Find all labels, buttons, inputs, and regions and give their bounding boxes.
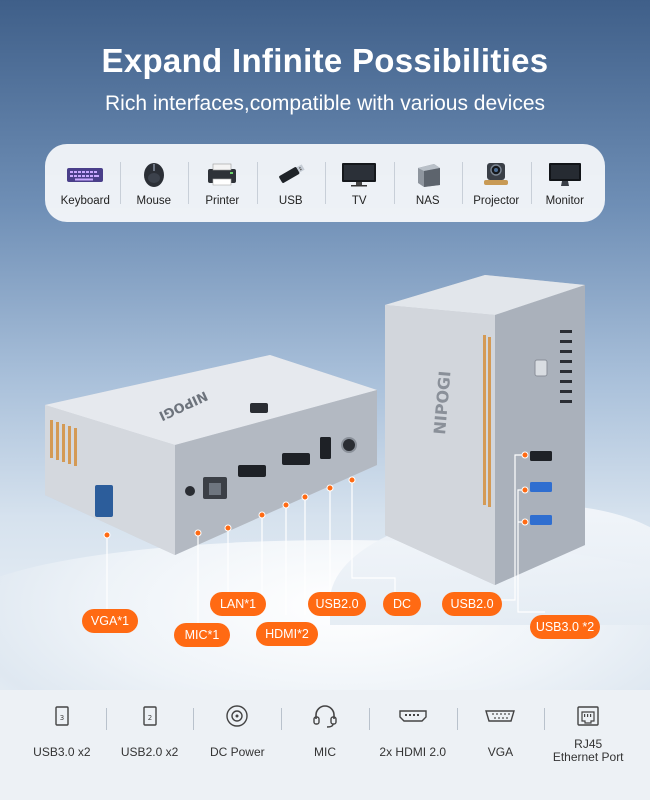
device-printer: Printer [188,144,257,222]
spec-label: USB3.0 x2 [33,745,91,759]
device-projector: Projector [462,144,531,222]
dc-port [341,437,357,453]
device-label: NAS [415,195,440,207]
spec-label: DC Power [209,745,265,759]
page-title: Expand Infinite Possibilities [101,42,549,79]
mouse-icon [143,163,164,187]
callout-vga: VGA*1 [82,609,138,633]
callout-mic: MIC*1 [174,623,230,647]
spec-label: USB2.0 x2 [120,745,179,759]
device-label: Mouse [136,195,172,207]
callout-usb2-back: USB2.0 [308,592,366,616]
monitor-icon [548,163,581,186]
callout-dc: DC [383,592,421,616]
ethernet-port-icon [577,706,599,726]
device-keyboard: Keyboard [51,144,120,222]
callout-usb2-front: USB2.0 [442,592,502,616]
device-monitor: Monitor [530,144,600,222]
hdmi-port-icon [399,710,427,722]
device-label: TV [351,195,367,207]
hero-banner: Expand Infinite Possibilities Rich inter… [0,0,650,690]
spec-usb2: 2 USB2.0 x2 [105,690,194,800]
device-label: Monitor [545,195,584,207]
printer-icon [208,163,237,186]
hdmi-port-2 [282,453,310,465]
spec-label: VGA [487,745,514,759]
device-usb: USB [256,144,326,222]
usb2-port-icon: 2 [142,706,157,726]
ports-spec-bar: 3 USB3.0 x2 2 USB2.0 x2 DC Power [0,690,650,800]
device-tv: TV [325,144,394,222]
device-label: USB [278,195,303,207]
callout-hdmi: HDMI*2 [256,622,318,646]
device-label: Printer [205,195,240,207]
projector-icon [484,163,509,185]
usb3-port-icon: 3 [55,706,69,726]
mini-pc-side-view: NIPOGI [385,275,585,585]
device-mouse: Mouse [119,144,189,222]
device-label: Keyboard [60,195,110,207]
usb3-port-front-1 [530,482,552,492]
spec-vga: VGA [456,690,545,800]
device-label: Projector [473,195,520,207]
headset-icon [313,705,337,728]
compatible-devices-bar: Keyboard Mouse Printer [45,144,605,222]
vga-port [95,485,113,517]
usb3-port-front-2 [530,515,552,525]
page-subtitle: Rich interfaces,compatible with various … [104,92,546,115]
svg-text:2: 2 [147,714,151,722]
usb-drive-icon [278,164,305,183]
nas-icon [417,164,440,187]
device-nas: NAS [393,144,463,222]
spec-label: MIC [314,745,337,759]
spec-dc-power: DC Power [193,690,281,800]
tv-icon [342,163,377,187]
usb2-port-front [530,451,552,461]
spec-hdmi: 2x HDMI 2.0 [368,690,457,800]
spec-mic: MIC [281,690,369,800]
callout-usb3: USB3.0 *2 [530,615,600,639]
dc-power-icon [226,705,248,727]
vga-port-icon [485,710,516,722]
hdmi-port-1 [238,465,266,477]
power-button [534,359,548,377]
callout-lan: LAN*1 [210,592,266,616]
mini-pc-back-view: NIPOGI [45,355,377,555]
mic-port [185,486,195,496]
spec-usb3: 3 USB3.0 x2 [18,690,106,800]
spec-label: 2x HDMI 2.0 [379,745,447,759]
usb2-port-back [320,437,331,459]
keyboard-icon [67,168,104,182]
svg-text:3: 3 [60,714,64,722]
